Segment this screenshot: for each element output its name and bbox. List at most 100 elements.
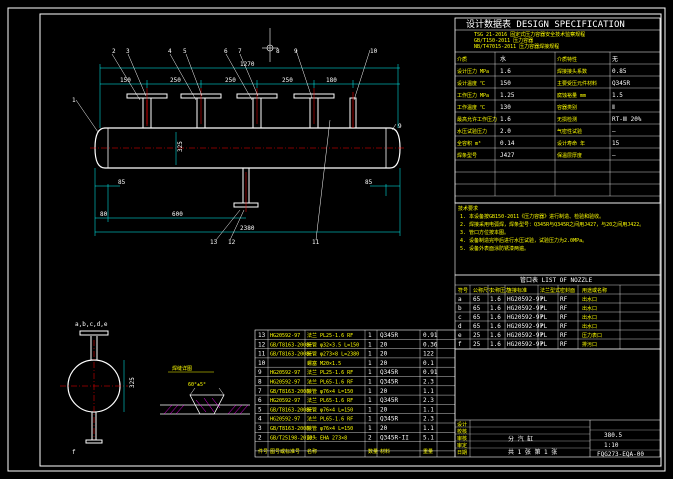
spec-row-7-label2: 设计寿命 年 <box>557 140 585 147</box>
nozzle-row-1-col-1: 65 <box>473 305 481 312</box>
nozzle-row-0-col-4: PL <box>540 296 548 303</box>
bom-row-0-col-5: 0.91 <box>423 332 438 339</box>
nozzle-header-3: 连接标准 <box>507 287 527 294</box>
nozzle-header-6: 用途或名称 <box>582 287 607 294</box>
nozzle-row-5-col-4: PL <box>540 341 548 348</box>
nozzle-row-3-col-5: RF <box>560 323 568 330</box>
bom-header-3: 数量 <box>368 448 378 455</box>
part-no-5: 5 <box>183 48 187 55</box>
dim-250b: 250 <box>225 77 236 84</box>
dim-2380: 2380 <box>240 225 255 232</box>
bom-row-7-col-4: Q345R <box>380 397 398 404</box>
bom-row-4-col-0: 9 <box>258 369 262 376</box>
part-no-13: 13 <box>210 239 218 246</box>
spec-row-2-value: 150 <box>500 80 511 87</box>
spec-row-6-value: 2.0 <box>500 128 511 135</box>
nozzle-row-2-col-1: 65 <box>473 314 481 321</box>
spec-notes: 技术要求 1. 本设备按GB150-2011《压力容器》进行制造、检验和验收。 … <box>454 202 661 276</box>
spec-row-4-value2: Ⅱ <box>612 104 615 111</box>
bom-row-2-col-5: 122 <box>423 351 434 358</box>
bom-row-11-col-2: 封头 EHA 273×8 <box>307 434 347 441</box>
part-no-4: 4 <box>168 48 172 55</box>
nozzle-row-0-col-3: HG20592-97 <box>507 296 544 303</box>
spec-row-8-value2: — <box>612 152 616 159</box>
tb-drawing-no: FQG273-EQA-00 <box>597 451 644 458</box>
bom-row-1-col-4: 20 <box>380 341 388 348</box>
bom-row-11-col-4: Q345R-II <box>380 434 409 441</box>
spec-row-1-value2: 0.85 <box>612 68 627 75</box>
bom-row-10-col-1: GB/T8163-2008 <box>270 426 309 432</box>
bom-row-11-col-3: 2 <box>368 434 372 441</box>
weld-detail: 焊缝详图 60°±5° <box>160 365 250 415</box>
part-no-6: 6 <box>224 48 228 55</box>
note-3: 3. 管口方位按本图。 <box>460 229 509 236</box>
bom-row-3-col-3: 1 <box>368 360 372 367</box>
spec-row-0-value2: 无 <box>612 56 618 63</box>
spec-row-6-label: 水压试验压力 <box>457 128 487 135</box>
bom-header-4: 材料 <box>380 448 390 455</box>
spec-title: 设计数据表 DESIGN SPECIFICATION <box>466 18 625 30</box>
part-no-2: 2 <box>112 48 116 55</box>
bom-row-5-col-0: 8 <box>258 379 262 386</box>
dim-600: 600 <box>172 211 183 218</box>
spec-intro-0: TSG 21-2016 固定式压力容器安全技术监察规程 <box>474 31 585 38</box>
bom-row-9-col-0: 4 <box>258 416 262 423</box>
dim-1270: 1270 <box>240 61 255 68</box>
spec-row-0-label2: 介质特性 <box>557 56 577 63</box>
bom-row-0-col-3: 1 <box>368 332 372 339</box>
bom-row-7-col-3: 1 <box>368 397 372 404</box>
spec-row-5-label: 最高允许工作压力 <box>457 116 497 123</box>
north-marker <box>262 28 278 62</box>
nozzle-header-2: 公称压力 <box>490 287 510 294</box>
bom-row-5-col-1: HG20592-97 <box>270 380 300 386</box>
spec-row-8-label2: 保温层厚度 <box>557 152 582 159</box>
spec-row-6-label2: 气密性试验 <box>557 128 582 135</box>
dim-325: 325 <box>177 141 184 152</box>
bom-header-2: 名称 <box>307 448 317 455</box>
nozzle-row-2-col-6: 出水口 <box>582 314 597 321</box>
tb-sheet: 共 1 张 第 1 张 <box>508 448 557 456</box>
nozzle-row-4-col-5: RF <box>560 332 568 339</box>
bom-header-0: 件号 <box>258 448 268 455</box>
nozzle-row-2-col-2: 1.6 <box>490 314 501 321</box>
spec-row-4-value: 130 <box>500 104 511 111</box>
nozzle-row-0-col-0: a <box>458 296 462 303</box>
nozzle-row-4-col-3: HG20592-97 <box>507 332 544 339</box>
bom-row-8-col-3: 1 <box>368 406 372 413</box>
nozzle-row-4-col-0: e <box>458 332 462 339</box>
bom-row-4-col-3: 1 <box>368 369 372 376</box>
nozzle-table: 管口表 LIST OF NOZZLE <box>454 274 661 350</box>
spec-intro-1: GB/T150-2011 压力容器 <box>474 37 533 44</box>
tb-label-0: 设计 <box>457 421 467 428</box>
nozzle-row-1-col-2: 1.6 <box>490 305 501 312</box>
end-view-nozzle-f: f <box>72 449 76 456</box>
bom-row-11-col-1: GB/T25198-2010 <box>270 435 312 441</box>
dim-80: 80 <box>100 211 108 218</box>
bom-row-2-col-0: 11 <box>258 351 266 358</box>
nozzle-row-4-col-4: PL <box>540 332 548 339</box>
part-no-8: 8 <box>276 48 280 55</box>
weld-detail-angle: 60°±5° <box>188 382 206 388</box>
tb-name: 分 汽 缸 <box>508 435 533 443</box>
nozzle-row-2-col-0: c <box>458 314 462 321</box>
bom-row-8-col-1: GB/T8163-2008 <box>270 407 309 413</box>
dim-180: 180 <box>326 77 337 84</box>
bom-row-4-col-4: Q345R <box>380 369 398 376</box>
bom-row-11-col-5: 5.1 <box>423 434 434 441</box>
spec-intro-2: NB/T47015-2011 压力容器焊接规程 <box>474 43 559 50</box>
spec-row-2-label2: 主要受压元件材料 <box>557 80 597 87</box>
nozzle-f <box>233 168 259 212</box>
nozzle-row-0-col-5: RF <box>560 296 568 303</box>
spec-row-8-value: J427 <box>500 152 515 159</box>
bom-row-9-col-3: 1 <box>368 416 372 423</box>
nozzle-row-3-col-1: 65 <box>473 323 481 330</box>
dim-250a: 250 <box>170 77 181 84</box>
spec-table: 设计数据表 DESIGN SPECIFICATION TSG 21-2016 固… <box>454 17 661 204</box>
spec-row-4-label: 工作温度 ℃ <box>457 104 485 111</box>
end-view-nozzle-label: a,b,c,d,e <box>75 321 108 328</box>
nozzle-header-4: 法兰型式 <box>540 287 560 294</box>
part-no-12: 12 <box>228 239 236 246</box>
dim-150: 150 <box>120 77 131 84</box>
nozzle-row-2-col-4: PL <box>540 314 548 321</box>
